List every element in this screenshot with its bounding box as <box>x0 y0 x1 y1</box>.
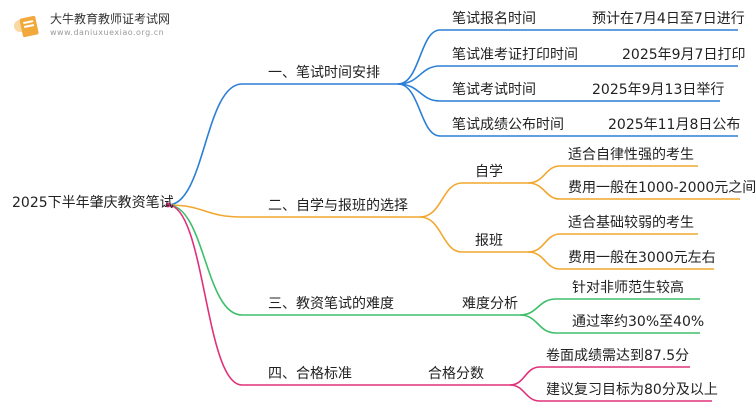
root-node: 2025下半年肇庆教资笔试 <box>12 195 174 211</box>
connector-root-branch1 <box>167 83 243 206</box>
connector-root-branch3 <box>167 204 243 316</box>
b1-item-3-label: 笔试考试时间 <box>452 82 536 98</box>
branch-2-label: 二、自学与报班的选择 <box>268 198 408 214</box>
connector-root-branch4 <box>167 204 243 386</box>
b2-sub-1-label: 自学 <box>475 164 503 180</box>
logo-title: 大牛教育教师证考试网 <box>50 12 171 26</box>
b3-item-1: 针对非师范生较高 <box>572 280 684 296</box>
site-logo: 大牛教育教师证考试网 www.daniuxuexiao.org.cn <box>12 8 212 44</box>
b2-sub-1-item-1: 适合自律性强的考生 <box>568 147 694 163</box>
b2-sub-2-label: 报班 <box>475 233 503 249</box>
connector-b1-item1 <box>397 29 441 85</box>
branch-1-label: 一、笔试时间安排 <box>268 65 380 81</box>
b1-item-2-label: 笔试准考证打印时间 <box>452 47 578 63</box>
b2-sub-2-item-1: 适合基础较弱的考生 <box>568 215 694 231</box>
b1-item-1-value: 预计在7月4日至7日进行 <box>592 11 745 27</box>
connector-b1-item4 <box>397 83 441 137</box>
b4-item-1: 卷面成绩需达到87.5分 <box>546 348 690 364</box>
b4-item-2: 建议复习目标为80分及以上 <box>546 382 718 398</box>
b1-item-3-value: 2025年9月13日举行 <box>592 82 725 98</box>
book-icon <box>14 15 39 38</box>
b3-item-2: 通过率约30%至40% <box>572 314 705 330</box>
b2-sub-1-item-2: 费用一般在1000-2000元之间 <box>568 180 756 196</box>
b1-item-4-value: 2025年11月8日公布 <box>608 117 741 133</box>
branch-4-label: 四、合格标准 <box>268 366 352 382</box>
b4-sub-label: 合格分数 <box>428 366 484 382</box>
connector-b1-item2 <box>397 65 441 85</box>
connector-root-branch2 <box>167 204 243 218</box>
b1-item-1-label: 笔试报名时间 <box>452 11 536 27</box>
b1-item-2-value: 2025年9月7日打印 <box>622 47 746 63</box>
b2-sub-2-item-2: 费用一般在3000元左右 <box>568 250 716 266</box>
b1-item-4-label: 笔试成绩公布时间 <box>452 117 564 133</box>
branch-3-label: 三、教资笔试的难度 <box>268 296 394 312</box>
b3-sub-label: 难度分析 <box>462 296 518 312</box>
logo-url: www.daniuxuexiao.org.cn <box>50 28 165 37</box>
